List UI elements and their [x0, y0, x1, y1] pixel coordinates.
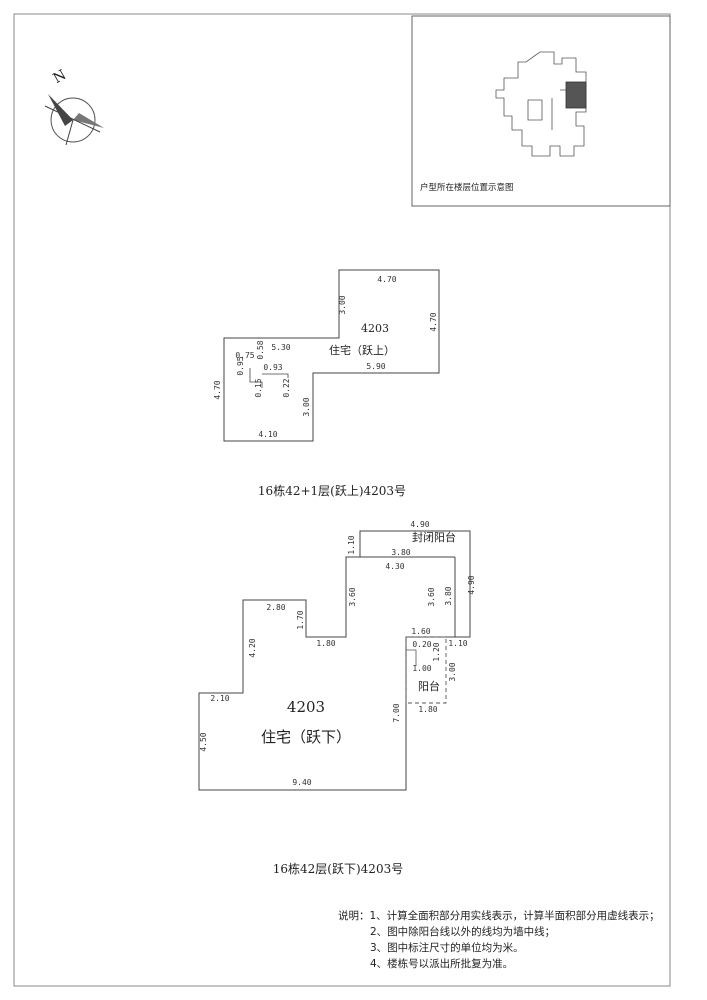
lower-outline: [198, 530, 471, 791]
svg-text:9.40: 9.40: [292, 778, 311, 787]
building-footprint-icon: [495, 51, 587, 157]
svg-text:1.70: 1.70: [296, 610, 305, 629]
svg-text:1.10: 1.10: [448, 639, 467, 648]
upper-unit-type: 住宅（跃上）: [329, 343, 395, 357]
svg-text:1.00: 1.00: [412, 664, 431, 673]
note-line-3: 3、图中标注尺寸的单位均为米。: [370, 942, 524, 954]
location-inset-box: [411, 15, 671, 207]
north-arrow-icon: N: [44, 67, 104, 146]
svg-text:3.80: 3.80: [444, 586, 453, 605]
svg-text:3.60: 3.60: [348, 587, 357, 606]
upper-floor-plan: 4.70 4.70 3.00 5.90 5.30 4.70 4.10 3.00 …: [213, 269, 440, 442]
svg-text:7.00: 7.00: [392, 703, 401, 722]
svg-text:3.00: 3.00: [448, 662, 457, 681]
svg-text:4.70: 4.70: [213, 380, 222, 399]
svg-text:0.15: 0.15: [254, 378, 263, 397]
svg-text:5.90: 5.90: [366, 362, 385, 371]
lower-floor-plan: 4.90 3.80 1.10 4.90 3.80 4.30 3.60 3.60 …: [198, 520, 476, 791]
svg-text:0.93: 0.93: [263, 363, 282, 372]
note-line-1: 说明：1、计算全面积部分用实线表示，计算半面积部分用虚线表示；: [338, 910, 660, 922]
svg-text:3.60: 3.60: [427, 587, 436, 606]
svg-text:4.10: 4.10: [258, 430, 277, 439]
upper-title: 16栋42+1层(跃上)4203号: [258, 483, 406, 498]
svg-text:4.70: 4.70: [429, 312, 438, 331]
svg-text:4.90: 4.90: [410, 520, 429, 529]
svg-text:1.80: 1.80: [418, 705, 437, 714]
svg-text:0.95: 0.95: [236, 356, 245, 375]
lower-unit-number: 4203: [287, 698, 325, 716]
svg-text:2.10: 2.10: [210, 694, 229, 703]
svg-text:3.00: 3.00: [302, 397, 311, 416]
location-caption: 户型所在楼层位置示意图: [420, 182, 514, 193]
svg-text:1.80: 1.80: [316, 639, 335, 648]
page-border: [13, 13, 671, 987]
enclosed-balcony-label: 封闭阳台: [412, 530, 456, 544]
svg-text:1.10: 1.10: [347, 535, 356, 554]
lower-unit-type: 住宅（跃下）: [261, 728, 351, 746]
upper-outline: [223, 269, 440, 442]
note-line-4: 4、楼栋号以派出所批复为准。: [370, 958, 514, 970]
svg-text:4.90: 4.90: [467, 575, 476, 594]
svg-text:4.50: 4.50: [199, 732, 208, 751]
svg-text:4.30: 4.30: [385, 562, 404, 571]
lower-title: 16栋42层(跃下)4203号: [273, 861, 403, 876]
svg-text:1.20: 1.20: [432, 642, 441, 661]
svg-text:3.80: 3.80: [391, 548, 410, 557]
svg-text:4.20: 4.20: [248, 638, 257, 657]
svg-text:0.22: 0.22: [282, 378, 291, 397]
upper-unit-number: 4203: [361, 322, 389, 335]
balcony-label: 阳台: [418, 679, 440, 693]
svg-text:0.58: 0.58: [256, 340, 265, 359]
upper-notch: [249, 368, 263, 388]
svg-text:4.70: 4.70: [377, 275, 396, 284]
note-line-2: 2、图中除阳台线以外的线均为墙中线；: [370, 926, 556, 938]
svg-text:3.00: 3.00: [338, 295, 347, 314]
svg-text:0.20: 0.20: [412, 640, 431, 649]
svg-text:1.60: 1.60: [411, 627, 430, 636]
compass-letter: N: [51, 67, 70, 87]
balcony-outline: [405, 636, 447, 704]
svg-text:2.80: 2.80: [266, 603, 285, 612]
svg-text:0.75: 0.75: [235, 351, 254, 360]
svg-text:5.30: 5.30: [271, 343, 290, 352]
